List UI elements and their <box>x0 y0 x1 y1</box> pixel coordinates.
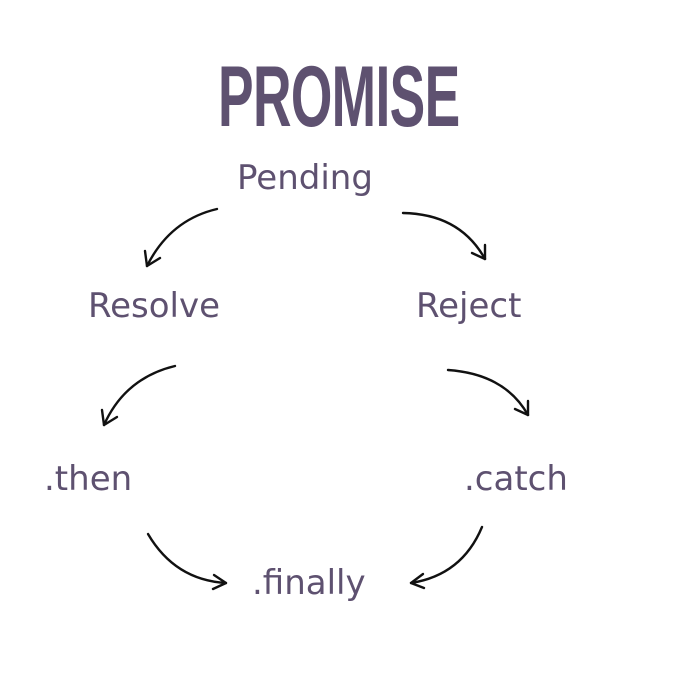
arrow-pending-to-resolve-icon <box>143 207 219 268</box>
node-resolve: Resolve <box>88 286 221 326</box>
node-pending: Pending <box>237 158 373 198</box>
arrow-then-to-finally-icon <box>146 532 228 591</box>
arrow-pending-to-reject-icon <box>401 211 487 261</box>
arrow-resolve-to-then-icon <box>100 364 177 427</box>
arrow-catch-to-finally-icon <box>409 525 484 590</box>
node-reject: Reject <box>416 286 522 326</box>
node-then: .then <box>44 459 133 499</box>
node-finally: .finally <box>252 563 366 603</box>
node-catch: .catch <box>464 459 568 499</box>
arrow-reject-to-catch-icon <box>446 368 530 417</box>
